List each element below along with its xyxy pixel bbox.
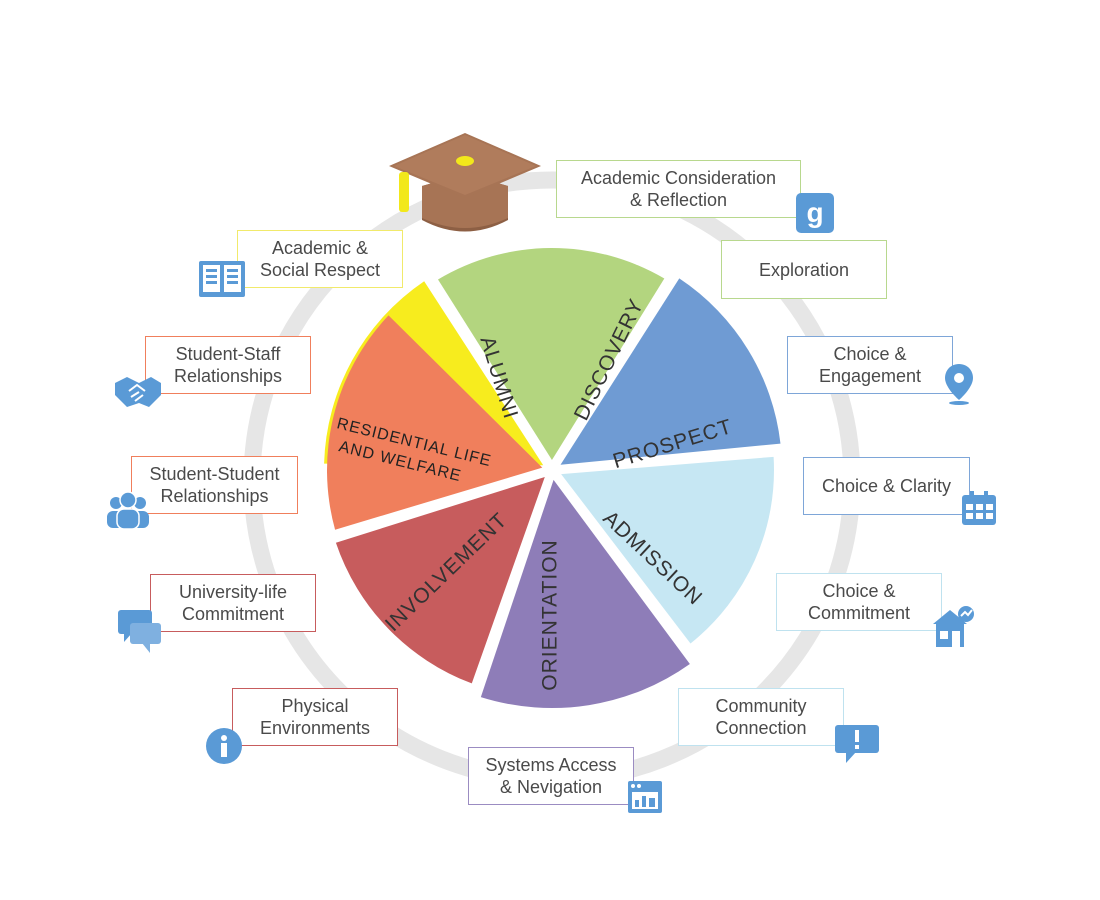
label-line: Choice & <box>822 581 896 601</box>
label-line: Student-Student <box>149 464 280 484</box>
label-line: Commitment <box>181 604 284 624</box>
label-exploration: Exploration <box>721 240 887 299</box>
label-line: Academic & <box>271 238 369 258</box>
segment-orientation <box>480 479 690 709</box>
label-choice-engagement: Choice & Engagement <box>787 336 953 394</box>
segment-label-orientation: ORIENTATION <box>539 539 562 690</box>
alert-chat-icon <box>834 724 880 769</box>
browser-window-icon <box>627 780 663 819</box>
house-icon <box>930 604 976 655</box>
label-line: Environments <box>259 718 371 738</box>
chat-bubbles-icon <box>117 609 163 660</box>
label-line: Relationships <box>173 366 283 386</box>
info-icon <box>205 727 243 770</box>
people-group-icon <box>106 489 150 534</box>
label-academic-social: Academic & Social Respect <box>237 230 403 288</box>
segment-residential <box>327 315 543 530</box>
label-student-staff: Student-Staff Relationships <box>145 336 311 394</box>
label-line: Engagement <box>818 366 922 386</box>
map-pin-icon <box>943 362 975 411</box>
label-choice-clarity: Choice & Clarity <box>803 457 970 515</box>
segment-discovery <box>437 248 665 461</box>
g-letter-icon: g <box>796 193 834 238</box>
open-book-icon <box>198 260 246 303</box>
label-line: Connection <box>715 718 807 738</box>
label-line: Academic Consideration <box>580 168 777 188</box>
graduation-cap-icon <box>389 133 541 232</box>
segment-involvement <box>335 476 545 684</box>
label-line: & Reflection <box>629 190 728 210</box>
label-community-connection: Community Connection <box>678 688 844 746</box>
label-line: Choice & <box>833 344 907 364</box>
label-line: University-life <box>178 582 288 602</box>
label-line: Choice & Clarity <box>821 476 952 496</box>
label-academic-consideration: Academic Consideration & Reflection <box>556 160 801 218</box>
label-line: Exploration <box>758 259 850 280</box>
label-systems-access: Systems Access & Nevigation <box>468 747 634 805</box>
label-line: Relationships <box>160 486 269 506</box>
calendar-icon <box>961 490 997 531</box>
label-physical-environments: Physical Environments <box>232 688 398 746</box>
label-line: Physical <box>281 696 349 716</box>
label-university-life: University-life Commitment <box>150 574 316 632</box>
label-choice-commitment: Choice & Commitment <box>776 573 942 631</box>
label-line: Commitment <box>807 603 910 623</box>
label-line: Community <box>715 696 807 716</box>
label-line: Systems Access <box>485 755 617 775</box>
label-student-student: Student-Student Relationships <box>131 456 298 514</box>
label-line: Social Respect <box>259 260 381 280</box>
handshake-icon <box>113 373 163 416</box>
svg-text:g: g <box>806 197 823 228</box>
label-line: & Nevigation <box>499 777 603 797</box>
segment-prospect <box>560 278 781 465</box>
label-line: Student-Staff <box>175 344 281 364</box>
segment-admission <box>561 456 774 644</box>
